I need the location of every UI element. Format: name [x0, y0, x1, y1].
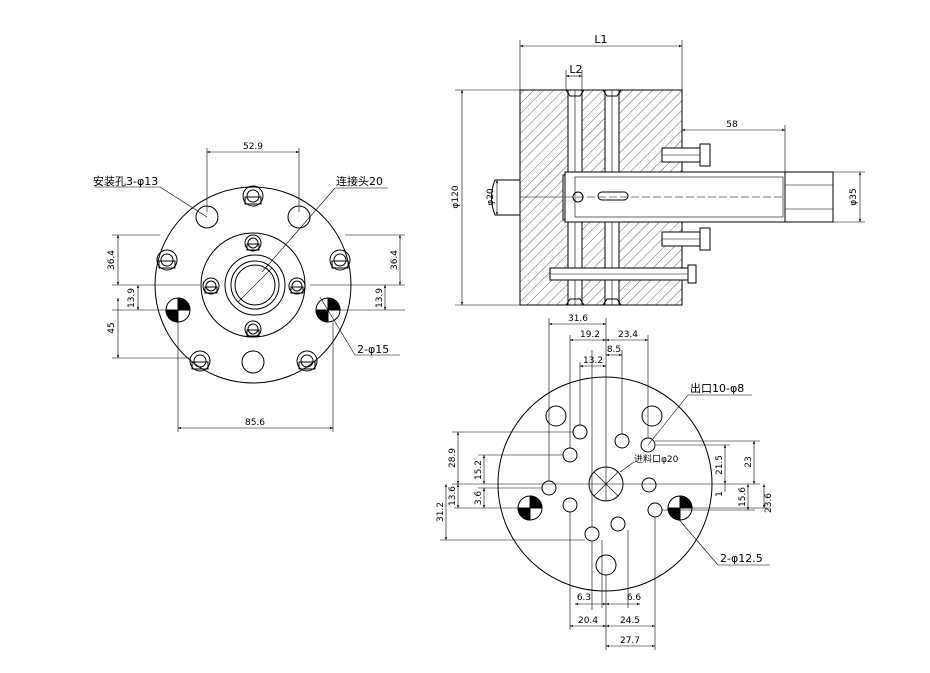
dim-21-5: 21.5 [715, 455, 725, 475]
outlet-hole [647, 502, 663, 518]
dim-24-5: 24.5 [620, 616, 640, 626]
label-dowel-holes-bottom: 2-φ12.5 [720, 552, 763, 565]
dim-L2: L2 [569, 63, 582, 76]
large-hole [595, 554, 617, 576]
dim-phi-20: φ20 [486, 188, 496, 206]
dim-13-9-left: 13.9 [127, 288, 137, 308]
front-hub-outer [224, 254, 286, 316]
label-connector: 连接头20 [336, 175, 383, 188]
outlet-hole [614, 433, 630, 449]
dim-31-2: 31.2 [436, 502, 446, 522]
dim-13-2: 13.2 [583, 356, 603, 366]
dim-58: 58 [726, 120, 738, 130]
dim-6-6: 6.6 [627, 593, 642, 603]
bolt-head-icon [244, 234, 262, 252]
outlet-hole [562, 447, 578, 463]
label-outlet: 出口10-φ8 [690, 381, 744, 395]
dim-phi-120: φ120 [451, 185, 461, 208]
screw-icon [661, 143, 711, 167]
side-view-labels: L1 L2 58 φ120 φ20 φ35 [451, 33, 859, 209]
dim-13-6: 13.6 [448, 486, 458, 506]
dim-36-4-right: 36.4 [390, 250, 400, 270]
dim-1: 1 [715, 491, 725, 497]
label-dowel-holes: 2-φ15 [357, 343, 389, 356]
dim-phi-35: φ35 [849, 188, 859, 205]
outlet-hole [641, 477, 657, 493]
bolt-head-icon [242, 185, 264, 207]
bolt-head-icon [329, 249, 351, 271]
dim-15-6: 15.6 [738, 487, 748, 507]
dim-45: 45 [107, 322, 117, 333]
dim-23: 23 [744, 456, 754, 467]
outlet-holes [541, 424, 663, 542]
bolt-head-icon [288, 277, 306, 295]
front-hub-mid [230, 260, 280, 310]
screw-icon [661, 227, 711, 251]
dim-23-6: 23.6 [764, 493, 774, 513]
label-inlet: 进料口φ20 [634, 453, 679, 465]
outlet-hole [541, 480, 557, 496]
mount-hole [241, 350, 265, 374]
dim-19-2: 19.2 [580, 330, 600, 340]
outlet-hole [572, 424, 588, 440]
dim-85-6: 85.6 [245, 418, 265, 428]
bottom-view [440, 318, 770, 650]
dim-36-4-left: 36.4 [107, 250, 117, 270]
bolt-head-icon [189, 350, 211, 372]
outlet-hole [610, 516, 626, 532]
dim-6-3: 6.3 [577, 593, 591, 603]
front-view [95, 148, 405, 432]
bolt-head-icon [244, 320, 262, 338]
screw-icon [549, 264, 697, 284]
dim-31-6: 31.6 [568, 314, 588, 324]
outlet-hole [562, 497, 578, 513]
dim-23-4: 23.4 [618, 330, 638, 340]
dim-27-7: 27.7 [620, 636, 640, 646]
bolt-head-icon [156, 249, 178, 271]
large-hole [545, 405, 567, 427]
dowel-hole-icon [667, 495, 693, 521]
front-view-labels: 52.9 安装孔3-φ13 连接头20 36.4 13.9 45 36.4 13… [93, 142, 400, 428]
dim-52-9: 52.9 [243, 142, 263, 152]
dim-L1: L1 [594, 33, 607, 46]
bottom-view-labels: 31.6 19.2 23.4 8.5 13.2 出口10-φ8 进料口φ20 2… [436, 314, 774, 646]
dim-28-9: 28.9 [448, 448, 458, 468]
dim-13-9-right: 13.9 [375, 288, 385, 308]
side-view [455, 40, 865, 306]
large-hole [641, 405, 663, 427]
bolt-head-icon [296, 350, 318, 372]
front-hub-inner [234, 264, 276, 306]
dowel-hole-icon [165, 297, 191, 323]
outlet-hole [584, 526, 600, 542]
dim-20-4: 20.4 [578, 616, 598, 626]
bolt-head-icon [202, 277, 220, 295]
label-mount-holes: 安装孔3-φ13 [93, 174, 158, 188]
dim-3-6: 3.6 [474, 491, 484, 506]
dim-15-2: 15.2 [474, 460, 484, 480]
dim-8-5: 8.5 [607, 345, 621, 355]
dowel-hole-icon [315, 297, 341, 323]
dowel-hole-icon [517, 495, 543, 521]
